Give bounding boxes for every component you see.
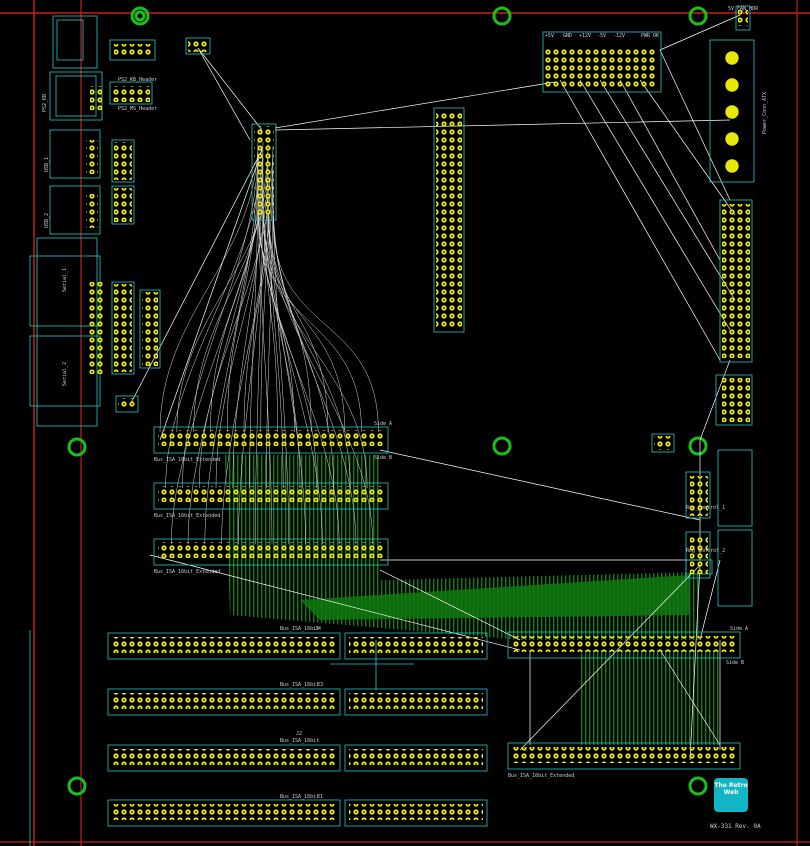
pad-row (690, 536, 708, 574)
pad-row (114, 44, 152, 56)
usb-2-label: USB_2 (44, 212, 50, 228)
pad-row (254, 126, 274, 218)
io-connectors (29, 15, 675, 453)
slot-outlines (107, 426, 741, 827)
usb-1-label: USB_1 (44, 156, 50, 172)
slot-ref-j1: J1 (317, 794, 324, 800)
pad-row (114, 188, 132, 222)
pad-row (86, 140, 98, 174)
slot-label-ext-3: Bus_ISA_16bit_Extended (154, 569, 221, 575)
pad-row (349, 804, 483, 820)
power-pins (542, 5, 755, 607)
pad-row (349, 693, 483, 709)
slot-ref-j3: J3 (317, 682, 324, 688)
serial-1-label: Serial_1 (62, 267, 68, 292)
pad-row (544, 48, 656, 88)
pwr-gnd-label: GND (563, 33, 573, 39)
power-caps (724, 50, 740, 174)
pad-row (654, 436, 672, 450)
pad-row (114, 284, 132, 372)
pad-row (118, 398, 136, 408)
pad-row (738, 10, 748, 26)
slot-label-j2: Bus_ISA_16bit (280, 738, 320, 744)
pwr-12v-label: +12V (579, 33, 592, 39)
slot-ref-j4: J4 (315, 626, 322, 632)
pad-row (158, 486, 384, 502)
side-b-label: Side B (374, 455, 393, 461)
pad-row (188, 40, 208, 52)
ratsnest-line (272, 217, 379, 433)
pad-row (349, 749, 483, 765)
pad-row (349, 637, 483, 653)
pad-row (722, 204, 750, 358)
kb-header-label: PS2_KB_Header (118, 77, 158, 83)
serial-2-label: Serial_2 (62, 361, 68, 386)
side-a-label: Side A (374, 421, 393, 427)
pad-row (512, 747, 736, 763)
ratsnest-line (159, 139, 259, 433)
ms-header-label: PS2_MS_Header (118, 106, 158, 112)
pad-row (112, 637, 336, 653)
pad-row (512, 636, 736, 652)
ratsnest-line (257, 211, 362, 433)
header-pads (86, 10, 750, 820)
slot-label-j4: Bus_ISA_16bit (280, 626, 320, 632)
pwr-m5v-label: -5V (597, 33, 607, 39)
pad-row (86, 194, 98, 228)
board-revision: WX-331 Rev. 0A (710, 823, 761, 830)
pad-row (112, 749, 336, 765)
pwr-good-label: PWR OK (641, 33, 660, 39)
slot-label-ext-4: Bus_ISA_16bit_Extended (508, 773, 575, 779)
pad-row (112, 86, 150, 102)
pwr-5v-label: +5V (545, 33, 555, 39)
reg-ctrl-2-label: Reg_Control_2 (686, 548, 726, 554)
fan-header-label: 5V_FAN_HDR (728, 6, 759, 12)
pad-row (158, 542, 384, 558)
pad-row (114, 142, 132, 180)
slot-ref-j2: J2 (296, 731, 303, 737)
pad-row (436, 112, 462, 328)
pad-row (90, 86, 102, 110)
ratsnest-line (267, 199, 329, 433)
pad-row (690, 476, 708, 516)
pad-row (722, 378, 750, 422)
pad-row (88, 282, 104, 374)
pwr-m12v-label: -12V (613, 33, 626, 39)
pad-row (112, 693, 336, 709)
slot-label-j3: Bus_ISA_16bit (280, 682, 320, 688)
slot-label-ext-1: Bus_ISA_16bit_Extended (154, 457, 221, 463)
retro-web-logo: The Retro Web (714, 778, 748, 812)
pad-row (158, 430, 384, 446)
mounting-holes (67, 6, 708, 796)
pad-row (142, 292, 158, 366)
slot-label-ext-2: Bus_ISA_16bit_Extended (154, 513, 221, 519)
pad-row (112, 804, 336, 820)
side-b-label-2: Side B (726, 660, 745, 666)
ps2-kb-label: PS2_KB (42, 93, 48, 112)
side-a-label-2: Side A (730, 626, 749, 632)
reg-ctrl-1-label: Reg_Control_1 (686, 505, 726, 511)
pwr-conn-label: Power_Conn_ATX (762, 91, 768, 134)
slot-label-j1: Bus_ISA_16bit (280, 794, 320, 800)
